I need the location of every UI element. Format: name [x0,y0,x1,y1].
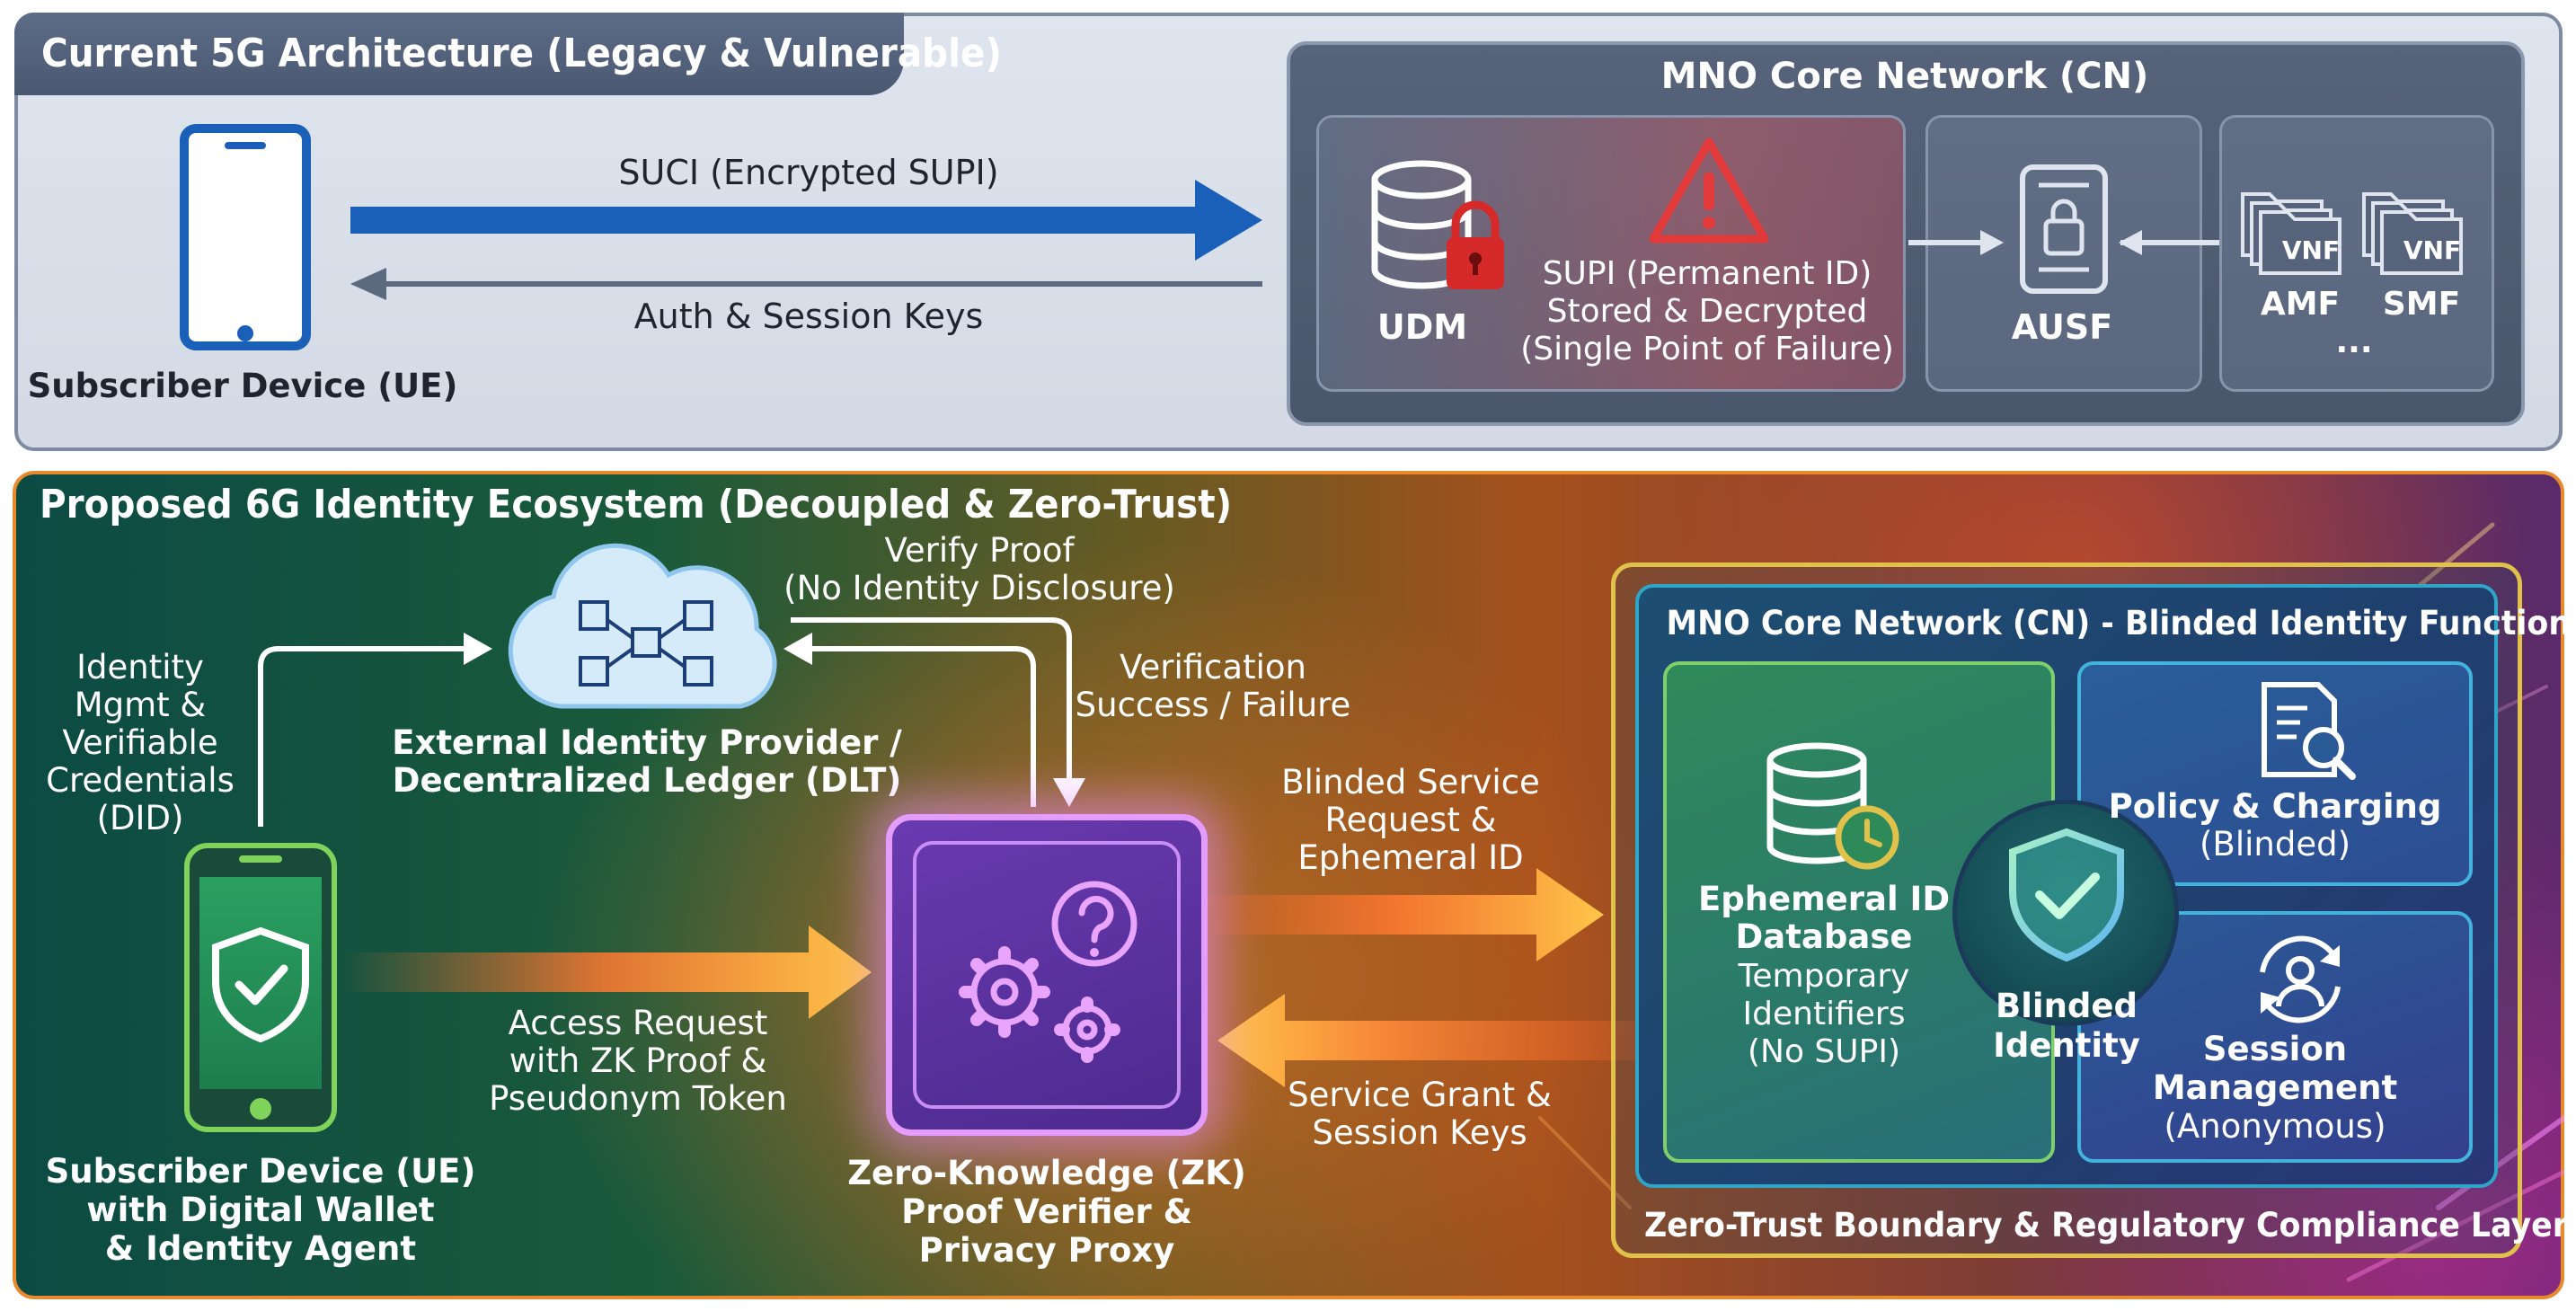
blinded-request-line: Request & [1324,801,1497,839]
ue2-line: & Identity Agent [104,1229,417,1268]
service-grant-arrow [1217,994,1635,1087]
idp-line: External Identity Provider / [392,723,902,762]
ue2-label: Subscriber Device (UE) with Digital Wall… [36,1152,485,1268]
access-request-label: Access Request with ZK Proof & Pseudonym… [467,1005,809,1118]
phone-screen [199,877,322,1089]
access-request-line: with ZK Proof & [509,1041,767,1080]
shield-check-icon [2009,828,2124,961]
smf-label: SMF [2382,286,2461,323]
zk-line: Zero-Knowledge (ZK) [847,1154,1246,1192]
more-functions: ... [2335,323,2373,360]
identity-mgmt-line: (DID) [96,799,184,837]
ue-to-ledger-line [258,646,467,827]
identity-mgmt-line: Mgmt & [74,686,207,724]
blinded-request-line: Blinded Service [1281,763,1540,802]
legacy-title-tab [14,13,904,95]
zero-trust-label: Zero-Trust Boundary & Regulatory Complia… [1644,1206,2568,1245]
cn-title: MNO Core Network (CN) [1660,56,2149,97]
cloud-ledger-icon [508,543,777,709]
supi-line-1: SUPI (Permanent ID) [1542,255,1872,292]
service-grant-label: Service Grant & Session Keys [1258,1076,1581,1152]
suci-label: SUCI (Encrypted SUPI) [618,153,999,192]
zk-line: Proof Verifier & [901,1192,1192,1231]
vnf-folder-icon: VNF [2362,192,2463,275]
eph-sub-line: (No SUPI) [1747,1033,1900,1070]
database-lock-icon [1371,160,1504,289]
eph-sub-line: Temporary [1738,958,1910,995]
eph-title: Ephemeral ID Database [1689,881,1959,956]
eph-title-line: Ephemeral ID [1697,880,1951,918]
blinded-request-label: Blinded Service Request & Ephemeral ID [1240,764,1581,877]
vnf-folder-icon: VNF [2241,192,2341,275]
policy-sublabel: (Blinded) [2200,825,2350,864]
identity-mgmt-line: Verifiable [62,723,218,762]
idp-label: External Identity Provider / Decentraliz… [377,724,916,800]
zk-proof-verifier-box [886,814,1208,1136]
auth-label: Auth & Session Keys [633,297,984,336]
udm-label: UDM [1377,307,1468,347]
verification-line: Success / Failure [1075,686,1351,724]
vnf-smf-text: VNF [2403,235,2461,265]
supi-line-2: Stored & Decrypted [1546,293,1868,330]
idp-line: Decentralized Ledger (DLT) [392,761,902,800]
session-sublabel: (Anonymous) [2164,1107,2386,1146]
blinded-identity-line: Blinded [1996,987,2138,1025]
zk-to-ledger-line [809,646,1036,807]
ue2-line: Subscriber Device (UE) [45,1152,476,1191]
eph-subtitle: Temporary Identifiers (No SUPI) [1689,958,1959,1071]
service-grant-line: Service Grant & [1288,1076,1552,1114]
blinded-identity-line: Identity [1993,1026,2140,1065]
blinded-identity-label: Blinded Identity [1959,987,2174,1066]
proposed-panel-title: Proposed 6G Identity Ecosystem (Decouple… [40,482,1233,527]
eph-title-line: Database [1735,917,1913,956]
verify-proof-line: (No Identity Disclosure) [783,569,1175,607]
identity-mgmt-line: Identity [76,648,204,687]
verification-label: Verification Success / Failure [1069,649,1357,724]
zk-line: Privacy Proxy [918,1231,1175,1270]
document-search-icon [2262,682,2356,780]
top-flow-arrows [350,180,1262,300]
eph-sub-line: Identifiers [1742,996,1906,1032]
phone-button [250,1098,271,1120]
warning-icon [1649,137,1769,244]
session-label: Session Management [2085,1030,2465,1107]
ue2-line: with Digital Wallet [86,1191,435,1229]
supi-note: SUPI (Permanent ID) Stored & Decrypted (… [1509,255,1905,368]
ausf-lock-icon [2020,164,2108,294]
session-line: Session [2202,1030,2348,1068]
ue-label: Subscriber Device (UE) [27,367,458,405]
blinded-request-line: Ephemeral ID [1297,838,1524,877]
access-request-line: Access Request [508,1004,768,1042]
verify-proof-line: Verify Proof [884,531,1075,570]
zk-label: Zero-Knowledge (ZK) Proof Verifier & Pri… [809,1154,1285,1270]
database-clock-icon [1766,742,1899,870]
legacy-panel-title: Current 5G Architecture (Legacy & Vulner… [41,31,1002,76]
amf-label: AMF [2260,286,2341,323]
cn2-title: MNO Core Network (CN) - Blinded Identity… [1666,604,2576,642]
verification-line: Verification [1120,648,1306,687]
session-line: Management [2152,1068,2398,1107]
service-grant-line: Session Keys [1312,1113,1527,1152]
ausf-label: AUSF [2011,307,2113,347]
gears-question-icon [959,881,1138,1063]
vnf-amf-text: VNF [2282,235,2340,265]
suci-arrow [350,180,1262,261]
ledger-to-zk-line [791,617,1072,782]
user-sync-icon [2260,935,2341,1023]
verify-proof-label: Verify Proof (No Identity Disclosure) [773,532,1186,607]
zk-inner-frame [913,841,1181,1109]
ausf-arrows [1908,230,2219,255]
identity-mgmt-line: Credentials [46,761,235,800]
access-request-line: Pseudonym Token [489,1079,787,1118]
access-request-arrow [341,926,872,1019]
supi-line-3: (Single Point of Failure) [1520,331,1894,368]
phone-icon [180,124,311,350]
shield-check-icon [212,926,309,1042]
blinded-request-arrow [1186,868,1604,961]
identity-mgmt-label: Identity Mgmt & Verifiable Credentials (… [32,649,248,837]
policy-label: Policy & Charging [2108,787,2442,826]
phone-speaker [239,855,282,863]
